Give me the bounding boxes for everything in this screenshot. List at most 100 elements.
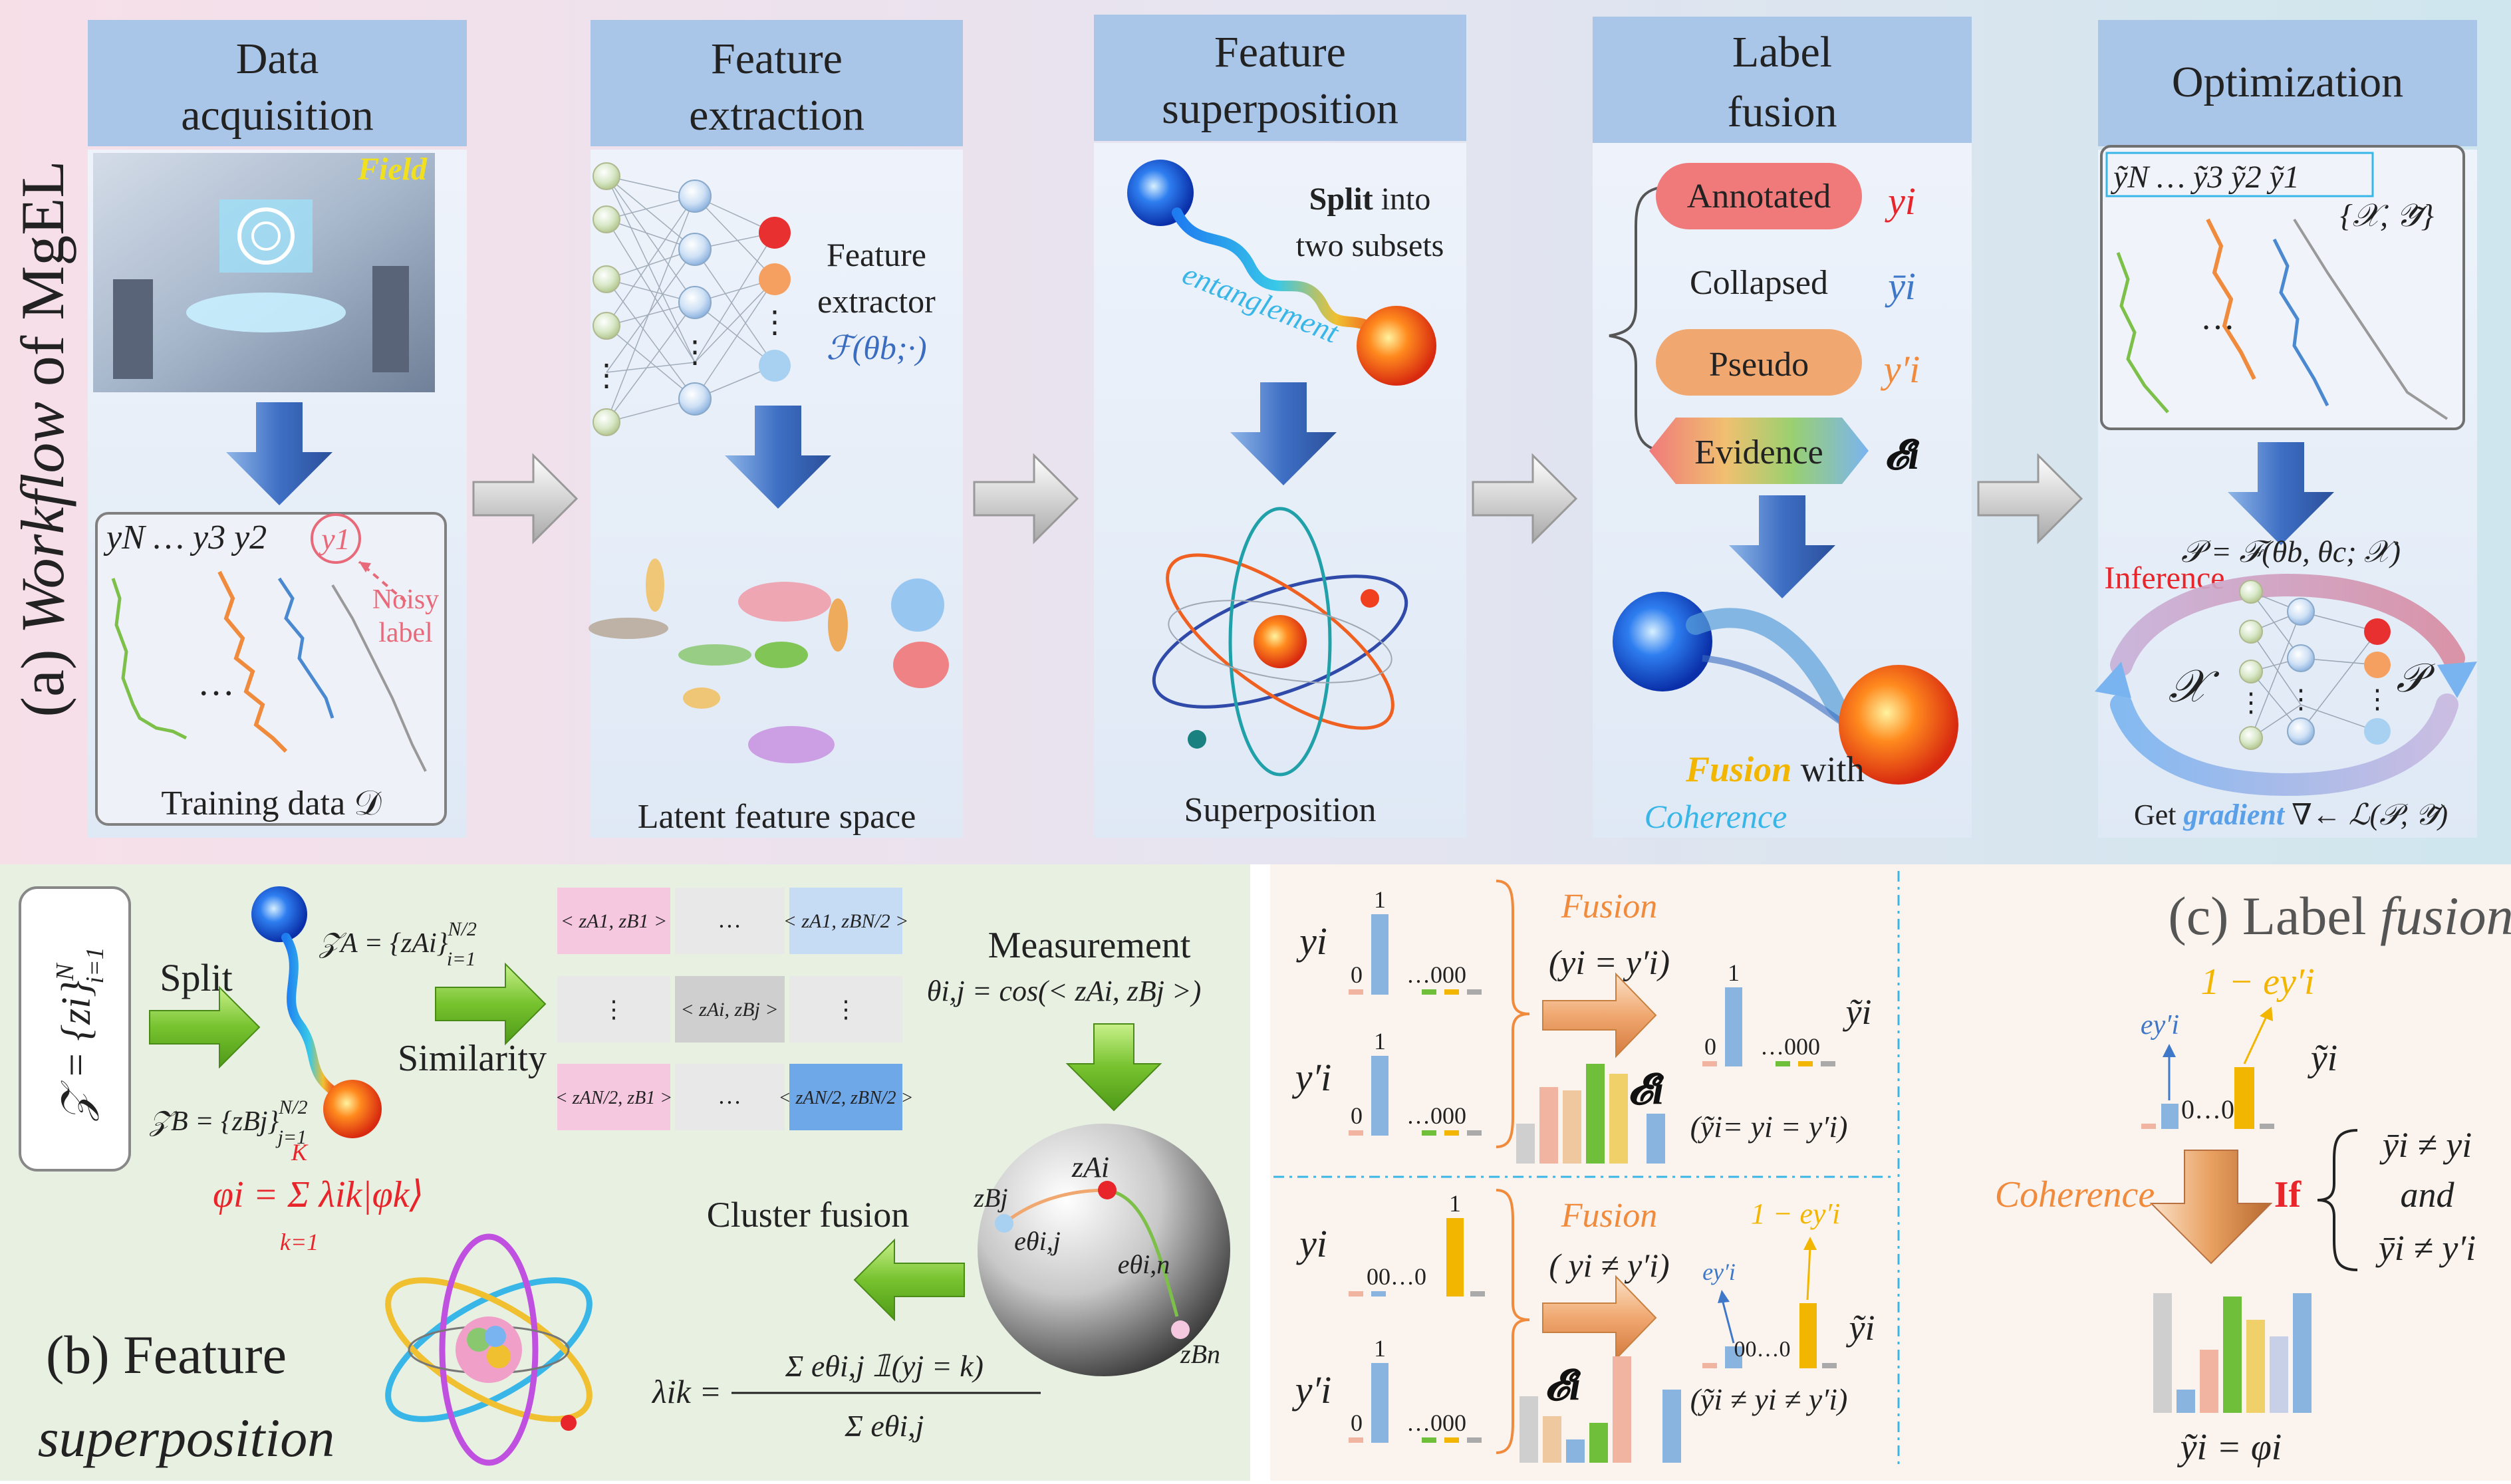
optim-set: {𝒳, 𝒴̃} <box>2340 198 2434 233</box>
rainbow-atom-icon <box>385 1233 593 1466</box>
top-tail: …000 <box>1406 1102 1466 1129</box>
hologram-icon <box>237 207 295 265</box>
input-nodes: ⋮ <box>591 162 622 436</box>
theta-formula: θi,j = cos(< zAi, zBj >) <box>927 975 1202 1007</box>
header-feature-superposition-line2: superposition <box>1162 84 1398 133</box>
header-label-fusion-line1: Label <box>1732 28 1832 76</box>
top-evidence-bars <box>1516 1064 1665 1164</box>
evidence-label: Evidence <box>1694 433 1823 471</box>
bottom-fusion: Fusion <box>1561 1197 1657 1235</box>
signal-green <box>111 578 188 740</box>
bottom-head: 00…0 <box>1734 1337 1791 1362</box>
stage-label-fusion: Annotated yi Collapsed ȳi Pseudo y′i Evi… <box>1609 163 1958 835</box>
signal-grey <box>331 584 427 772</box>
bottom-ypi-bars <box>1349 1363 1482 1443</box>
lambda-numerator: Σ eθi,j 𝟙(yj = k) <box>785 1349 984 1383</box>
header-label-fusion-line2: fusion <box>1728 88 1837 136</box>
stage-arrows <box>472 453 2083 545</box>
label-seq-box <box>2105 152 2374 197</box>
bottom-evi: 𝓔i <box>1545 1362 1581 1409</box>
right-cond2: ȳi ≠ y′i <box>2375 1228 2476 1268</box>
blue-down-arrow-icon <box>226 402 332 505</box>
green-down-arrow-icon <box>1065 1023 1162 1112</box>
matrix-cell: < zAN/2, zB1 > <box>555 1088 672 1108</box>
blue-down-arrow-icon <box>725 406 831 509</box>
latent-clusters <box>589 558 949 763</box>
signal-blue <box>277 577 334 719</box>
entanglement-wave <box>281 933 337 1095</box>
right-axis: 0…0 <box>2181 1094 2234 1124</box>
blue-orb-icon <box>251 886 307 942</box>
noisy-label-y1: y1 <box>319 522 350 556</box>
training-data-caption: Training data 𝒟 <box>161 785 382 822</box>
top-fusion: Fusion <box>1561 888 1657 926</box>
dots: … <box>198 662 235 703</box>
bottom-result: (ỹi ≠ yi ≠ y′i) <box>1690 1382 1848 1416</box>
top-zero: 0 <box>1351 1102 1363 1129</box>
bottom-head: 00…0 <box>1367 1263 1426 1290</box>
feature-extractor-line1: Feature <box>827 236 926 273</box>
bottom-one-minus: 1 − ey′i <box>1751 1197 1841 1230</box>
top-tail: …000 <box>1760 1033 1820 1060</box>
right-and: and <box>2401 1175 2455 1215</box>
fusion-orbs-icon <box>1613 592 1958 785</box>
green-right-arrow-icon <box>149 985 261 1069</box>
measurement-label: Measurement <box>988 925 1191 966</box>
sphere-ein: eθi,n <box>1118 1249 1170 1279</box>
top-ytilde: ỹi <box>1843 992 1872 1032</box>
blue-down-arrow-icon <box>1230 382 1337 485</box>
red-orb-icon <box>323 1080 382 1138</box>
brace <box>1609 185 1676 453</box>
orange-down-arrow-icon <box>2149 1150 2273 1265</box>
noisy-label-circle <box>311 513 361 564</box>
svg-text:⋮: ⋮ <box>2288 684 2314 714</box>
matrix-cell: < zA1, zBN/2 > <box>783 910 909 932</box>
right-if: If <box>2274 1174 2302 1215</box>
matrix-cell: < zA1, zB1 > <box>561 910 668 932</box>
annotated-label: Annotated <box>1687 178 1831 215</box>
svg-text:⋮: ⋮ <box>2364 684 2391 714</box>
top-tail: …000 <box>1406 961 1466 988</box>
matrix-cell: … <box>718 906 741 933</box>
panel-c-title: (c) Label fusion <box>2168 886 2511 946</box>
green-right-arrow-icon <box>435 962 547 1046</box>
lambda-denominator: Σ eθi,j <box>845 1409 924 1443</box>
sphere-zj: zBj <box>973 1183 1007 1213</box>
stage-feature-extraction: ⋮ ⋮ ⋮ Feature extractor ℱ(θb;·) <box>589 162 949 836</box>
arc-arrowhead-icon <box>2095 662 2131 698</box>
feature-extractor-formula: ℱ(θb;·) <box>826 329 926 366</box>
neural-network <box>606 176 775 423</box>
top-yi: yi <box>1296 920 1327 963</box>
bottom-ytilde-bars <box>1702 1237 1837 1368</box>
header-feature-extraction <box>591 20 963 146</box>
evidence-symbol: 𝓔i <box>1885 433 1920 478</box>
pseudo-label: Pseudo <box>1709 346 1809 384</box>
header-feature-extraction-line2: extraction <box>689 91 864 140</box>
collapsed-symbol: ȳi <box>1885 265 1916 308</box>
top-zero: 0 <box>1351 1410 1363 1436</box>
matrix-cell: < zAN/2, zBN/2 > <box>779 1088 914 1108</box>
right-coherence: Coherence <box>1995 1174 2155 1215</box>
sphere-zi: zAi <box>1071 1151 1109 1183</box>
phi-formula: φi = Σ λik|φk⟩ <box>213 1174 424 1215</box>
right-result: ỹi = φi <box>2177 1427 2282 1468</box>
right-one-minus: 1 − ey′i <box>2200 961 2314 1003</box>
panel-a-title: (a) Workflow of MgEL <box>9 160 76 717</box>
grey-arrow-icon <box>472 453 579 545</box>
top-result: (ỹi= yi = y′i) <box>1690 1110 1848 1144</box>
right-cond1: ȳi ≠ yi <box>2379 1125 2472 1165</box>
panel-c-background <box>1270 864 2511 1481</box>
optim-dots: … <box>2200 299 2235 337</box>
lambda-lhs: λik = <box>651 1373 722 1410</box>
orange-right-arrow-icon <box>1542 1275 1657 1361</box>
top-zero: 0 <box>1351 961 1363 988</box>
right-result-bars <box>2153 1293 2312 1413</box>
svg-text:⋮: ⋮ <box>591 358 622 392</box>
top-one: 1 <box>1374 886 1386 913</box>
evidence-hexagon <box>1649 418 1869 484</box>
panel-b-title-1: (b) Feature <box>46 1324 287 1385</box>
gradient-text: Get gradient ∇← ℒ(𝒫, 𝒴̃) <box>2134 799 2448 831</box>
